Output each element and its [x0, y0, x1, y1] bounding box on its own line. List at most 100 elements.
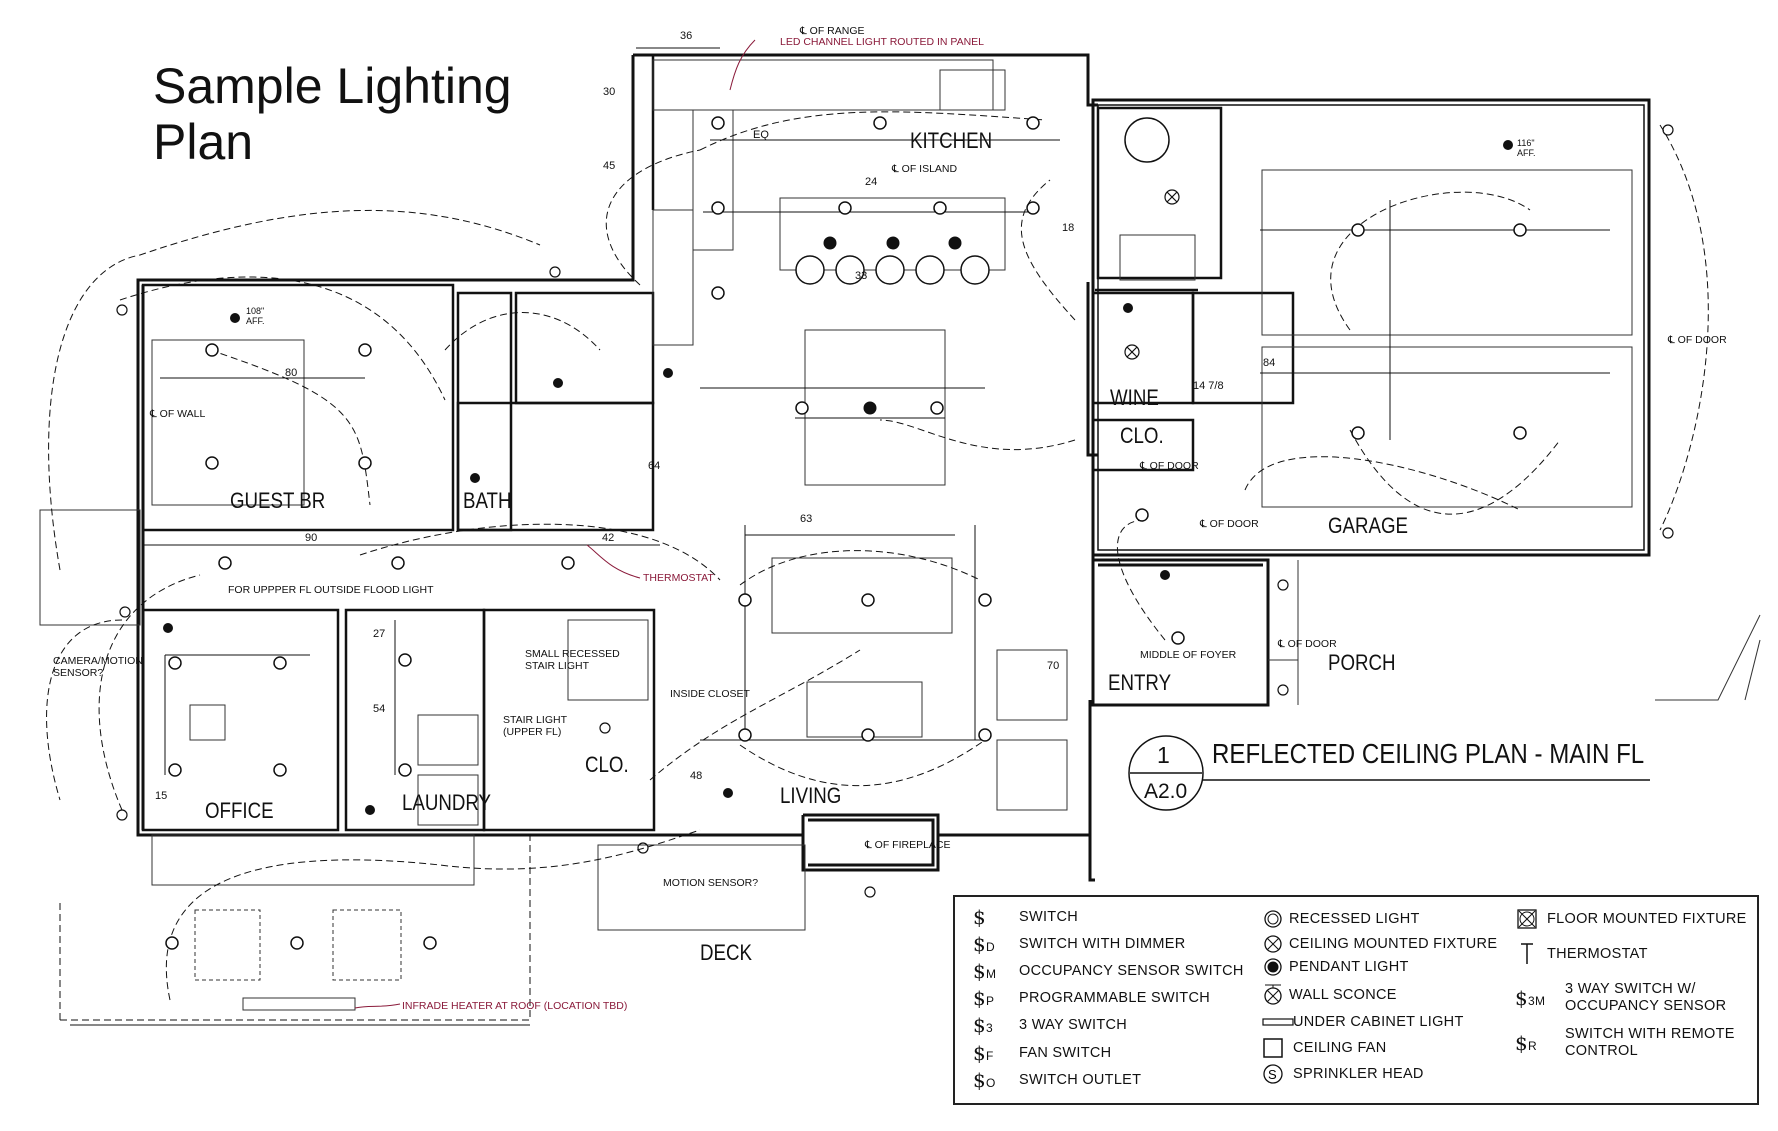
legend-remote-switch: $R SWITCH WITH REMOTE CONTROL	[1515, 1026, 1735, 1059]
dim-30: 30	[603, 86, 616, 98]
legend-thermostat: THERMOSTAT	[1515, 942, 1648, 966]
circuit-line	[48, 209, 541, 571]
3way-switch-icon: $3	[973, 1013, 994, 1037]
dim-15: 15	[155, 790, 168, 802]
legend-under-cabinet: UNDER CABINET LIGHT	[1261, 1010, 1464, 1034]
exterior-wall	[633, 53, 1090, 95]
recessed-light-icon	[1264, 910, 1282, 928]
room-label-porch: PORCH	[1328, 650, 1396, 675]
dim-eq: EQ	[753, 129, 769, 141]
plan-title: REFLECTED CEILING PLAN - MAIN FL	[1212, 738, 1645, 769]
room-label-office: OFFICE	[205, 798, 274, 823]
legend-3way-switch: $3 3 WAY SWITCH	[973, 1013, 1128, 1037]
note-motion-sensor: MOTION SENSOR?	[663, 877, 759, 889]
note-aff-116: 116" AFF.	[1517, 138, 1536, 158]
note-door-garage: ℄ OF DOOR	[1668, 334, 1727, 346]
dim-63: 63	[800, 513, 813, 525]
svg-text:S: S	[1268, 1067, 1277, 1082]
note-inside-closet: INSIDE CLOSET	[670, 688, 750, 700]
dim-36: 36	[680, 30, 693, 42]
legend-sprinkler: S SPRINKLER HEAD	[1261, 1062, 1424, 1086]
dim-48: 48	[690, 770, 703, 782]
note-range: ℄ OF RANGE	[800, 25, 865, 37]
room-label-garage: GARAGE	[1328, 513, 1409, 538]
garage-wall	[1091, 98, 1651, 557]
guest-br-walls	[141, 283, 455, 532]
dim-27: 27	[373, 628, 386, 640]
programmable-switch-icon: $P	[973, 986, 995, 1010]
legend-switch-outlet: $O SWITCH OUTLET	[973, 1068, 1142, 1092]
room-label-clo-stair: CLO.	[585, 752, 629, 777]
wall-sconce-icon	[1264, 984, 1282, 1005]
room-label-deck: DECK	[700, 940, 752, 965]
room-label-living: LIVING	[780, 783, 842, 808]
switch-icon: $	[973, 905, 987, 929]
legend-switch: $ SWITCH	[973, 905, 1078, 929]
legend-floor-fixture: FLOOR MOUNTED FIXTURE	[1515, 907, 1747, 931]
room-label-clo-entry: CLO.	[1120, 423, 1164, 448]
note-camera: CAMERA/MOTION SENSOR?	[53, 655, 143, 679]
dim-70: 70	[1047, 660, 1060, 672]
thermostat-icon	[1521, 943, 1533, 964]
sofa	[771, 557, 953, 634]
fan-switch-icon: $F	[973, 1041, 994, 1065]
legend-3way-occupancy: $3M 3 WAY SWITCH W/ OCCUPANCY SENSOR	[1515, 981, 1727, 1014]
switch-outlet-icon: $O	[973, 1068, 996, 1092]
legend: $ SWITCH $D SWITCH WITH DIMMER $M OCCUPA…	[953, 895, 1759, 1105]
legend-ceiling-fan: CEILING FAN	[1261, 1036, 1387, 1060]
office-walls	[141, 608, 340, 832]
note-door-clo: ℄ OF DOOR	[1140, 460, 1199, 472]
remote-switch-icon: $R	[1515, 1031, 1537, 1055]
note-fireplace: ℄ OF FIREPLACE	[865, 839, 951, 851]
dim-33: 33	[855, 270, 868, 282]
dim-54: 54	[373, 703, 386, 715]
legend-fan-switch: $F FAN SWITCH	[973, 1041, 1112, 1065]
legend-wall-sconce: WALL SCONCE	[1261, 983, 1397, 1007]
legend-ceiling-fixture: CEILING MOUNTED FIXTURE	[1261, 932, 1497, 956]
legend-recessed-light: RECESSED LIGHT	[1261, 907, 1420, 931]
switch-dimmer-icon: $D	[973, 932, 995, 956]
pendant-light-icon	[1264, 958, 1282, 976]
3way-occupancy-switch-icon: $3M	[1515, 986, 1546, 1010]
room-label-kitchen: KITCHEN	[910, 128, 993, 153]
note-flood-light: FOR UPPPER FL OUTSIDE FLOOD LIGHT	[228, 584, 434, 596]
note-infrared-heater: INFRADE HEATER AT ROOF (LOCATION TBD)	[402, 1000, 628, 1012]
note-thermostat: THERMOSTAT	[643, 572, 714, 584]
note-island: ℄ OF ISLAND	[892, 163, 958, 175]
note-aff: 108" AFF.	[246, 306, 265, 326]
dim-18: 18	[1062, 222, 1075, 234]
legend-pendant-light: PENDANT LIGHT	[1261, 955, 1409, 979]
dim-80: 80	[285, 367, 298, 379]
occupancy-switch-icon: $M	[973, 959, 997, 983]
room-label-entry: ENTRY	[1108, 670, 1172, 695]
legend-occupancy-switch: $M OCCUPANCY SENSOR SWITCH	[973, 959, 1244, 983]
room-label-wine: WINE	[1110, 385, 1159, 410]
dim-90: 90	[305, 532, 318, 544]
note-small-recessed: SMALL RECESSED STAIR LIGHT	[525, 648, 620, 672]
dim-45: 45	[603, 160, 616, 172]
note-door-entry: ℄ OF DOOR	[1200, 518, 1259, 530]
dim-24: 24	[865, 176, 878, 188]
legend-programmable-switch: $P PROGRAMMABLE SWITCH	[973, 986, 1210, 1010]
page-title: Sample Lighting Plan	[153, 58, 512, 170]
room-label-guest-br: GUEST BR	[230, 488, 326, 513]
under-cabinet-icon	[1262, 1018, 1294, 1026]
sheet-id: A2.0	[1144, 780, 1188, 803]
ceiling-fixture-icon	[1264, 935, 1282, 953]
note-middle-foyer: MIDDLE OF FOYER	[1140, 649, 1237, 661]
note-led-channel: LED CHANNEL LIGHT ROUTED IN PANEL	[780, 36, 985, 48]
ceiling-fan-icon	[1263, 1038, 1283, 1058]
dim-42: 42	[602, 532, 615, 544]
note-door-porch: ℄ OF DOOR	[1278, 638, 1337, 650]
dim-84: 84	[1263, 357, 1276, 369]
sprinkler-icon: S	[1263, 1064, 1283, 1084]
note-stair-light: STAIR LIGHT (UPPER FL)	[503, 714, 567, 738]
sheet-bubble	[1128, 735, 1204, 811]
dim-64: 64	[648, 460, 661, 472]
legend-switch-dimmer: $D SWITCH WITH DIMMER	[973, 932, 1186, 956]
room-label-laundry: LAUNDRY	[402, 790, 492, 815]
dim-14-7-8: 14 7/8	[1193, 380, 1224, 392]
sheet-number: 1	[1157, 742, 1170, 768]
lights	[165, 116, 1527, 950]
